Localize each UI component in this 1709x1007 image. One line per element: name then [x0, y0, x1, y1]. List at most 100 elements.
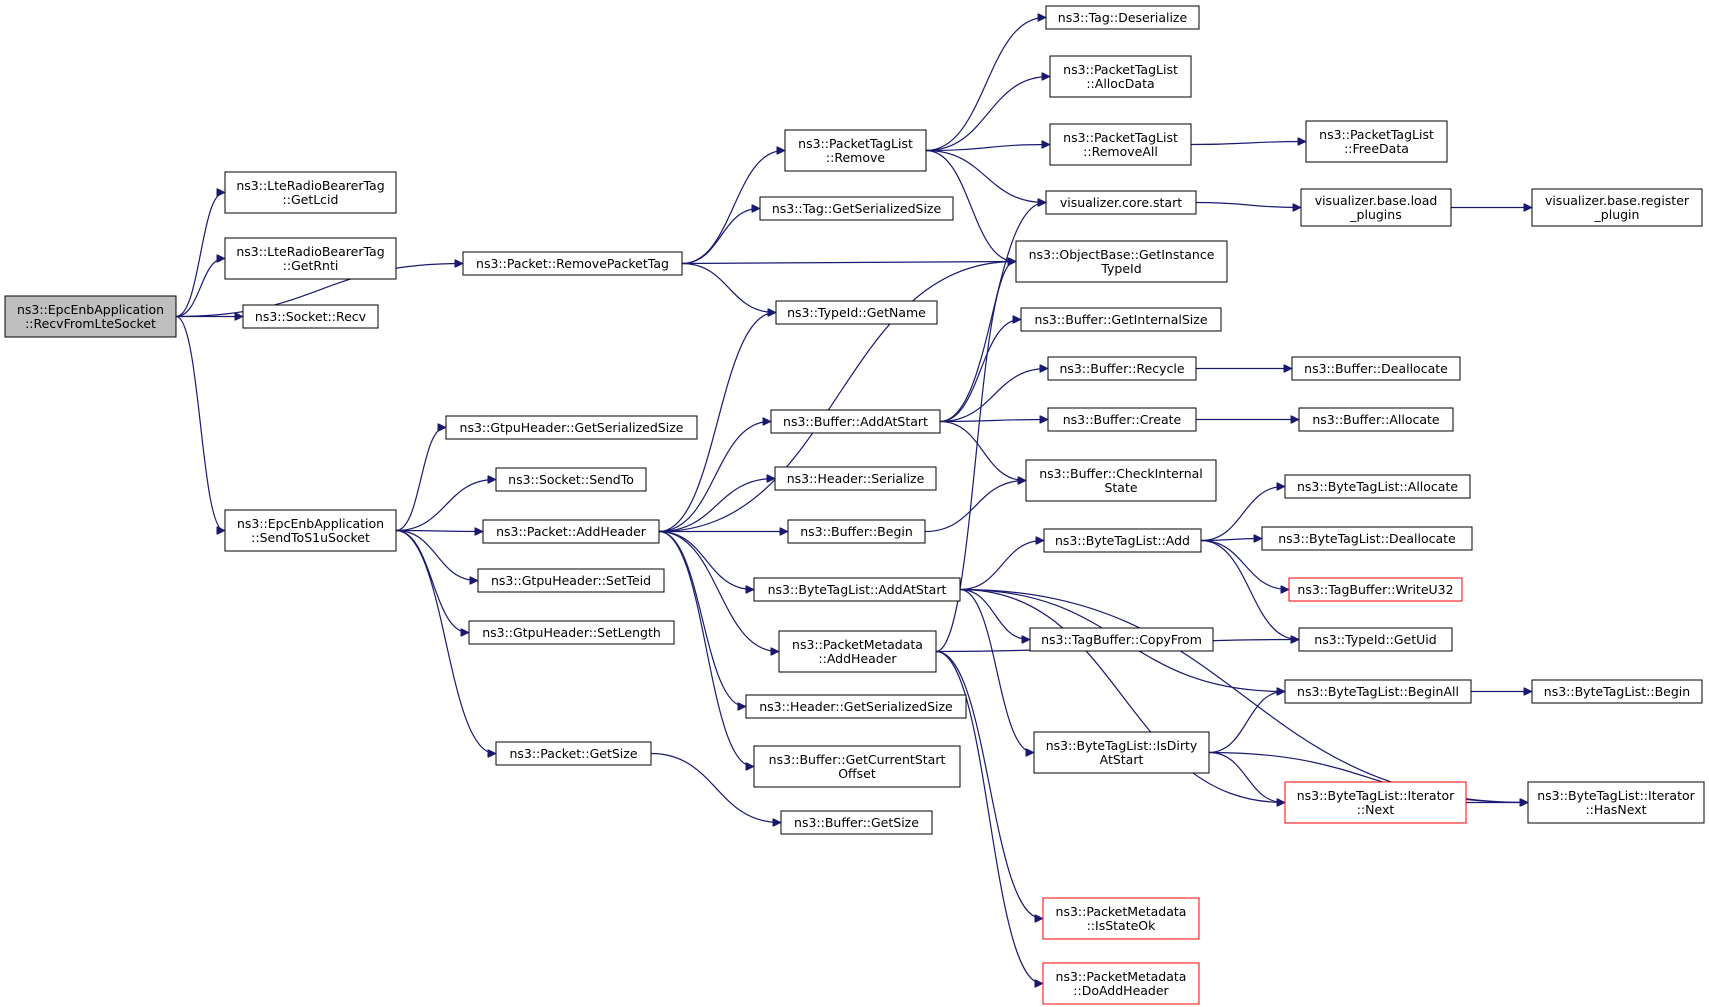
- node-gtpu-set-length[interactable]: ns3::GtpuHeader::SetLength: [468, 620, 675, 645]
- edge-btl-add-to-btl-allocate: [1200, 487, 1284, 542]
- node-lte-get-rnti[interactable]: ns3::LteRadioBearerTag::GetRnti: [224, 237, 397, 280]
- node-buf-deallocate[interactable]: ns3::Buffer::Deallocate: [1291, 356, 1461, 381]
- node-label: ns3::PacketMetadata: [1056, 904, 1187, 919]
- node-socket-recv[interactable]: ns3::Socket::Recv: [242, 304, 379, 329]
- node-label: ns3::TagBuffer::CopyFrom: [1041, 632, 1202, 647]
- node-box: [745, 694, 967, 719]
- node-label: ::AllocData: [1086, 76, 1154, 91]
- node-buf-recycle[interactable]: ns3::Buffer::Recycle: [1047, 356, 1197, 381]
- node-label: ns3::ByteTagList::Iterator: [1537, 788, 1695, 803]
- node-label: ::RemoveAll: [1083, 144, 1158, 159]
- edge-remove-packet-tag-to-tag-get-ser-size: [681, 209, 759, 265]
- node-pm-add-header[interactable]: ns3::PacketMetadata::AddHeader: [778, 630, 937, 673]
- node-buf-create[interactable]: ns3::Buffer::Create: [1047, 407, 1197, 432]
- edge-recv-from-lte-socket-to-lte-get-rnti: [175, 259, 224, 318]
- node-btl-begin-all[interactable]: ns3::ByteTagList::BeginAll: [1284, 679, 1472, 704]
- node-type-id-get-name[interactable]: ns3::TypeId::GetName: [775, 300, 938, 325]
- node-btl-deallocate[interactable]: ns3::ByteTagList::Deallocate: [1261, 526, 1473, 551]
- node-label: ::Remove: [826, 150, 885, 165]
- node-box: [1029, 627, 1214, 652]
- node-label: ns3::PacketMetadata: [792, 637, 923, 652]
- edge-recv-from-lte-socket-to-send-to-s1u: [175, 315, 224, 531]
- node-btl-add[interactable]: ns3::ByteTagList::Add: [1043, 528, 1202, 553]
- node-label: visualizer.base.register: [1545, 193, 1690, 208]
- edge-packet-add-header-to-header-serialize: [658, 479, 774, 533]
- node-ptl-free-data[interactable]: ns3::PacketTagList::FreeData: [1305, 120, 1448, 163]
- node-label: ns3::Buffer::Recycle: [1059, 361, 1184, 376]
- node-type-id-get-uid[interactable]: ns3::TypeId::GetUid: [1298, 627, 1453, 652]
- node-send-to-s1u[interactable]: ns3::EpcEnbApplication::SendToS1uSocket: [224, 509, 397, 552]
- node-tb-copy-from[interactable]: ns3::TagBuffer::CopyFrom: [1029, 627, 1214, 652]
- edge-ptl-remove-to-tag-deserialize: [925, 18, 1045, 152]
- node-viz-load-plugins[interactable]: visualizer.base.load_plugins: [1300, 188, 1452, 227]
- node-label: ns3::ByteTagList::Iterator: [1297, 788, 1455, 803]
- node-label: ::HasNext: [1585, 802, 1646, 817]
- node-label: ns3::ObjectBase::GetInstance: [1029, 247, 1215, 262]
- edge-packet-get-size-to-buf-get-size: [650, 752, 780, 823]
- node-btl-begin[interactable]: ns3::ByteTagList::Begin: [1531, 679, 1703, 704]
- node-box: [468, 620, 675, 645]
- node-box: [1047, 356, 1197, 381]
- node-header-serialize[interactable]: ns3::Header::Serialize: [774, 466, 937, 491]
- node-label: ::AddHeader: [818, 651, 897, 666]
- node-btl-iter-has-next[interactable]: ns3::ByteTagList::Iterator::HasNext: [1527, 781, 1705, 824]
- edge-recv-from-lte-socket-to-remove-packet-tag: [175, 264, 462, 318]
- edge-viz-core-start-to-viz-load-plugins: [1195, 201, 1300, 208]
- node-tb-write-u32[interactable]: ns3::TagBuffer::WriteU32: [1288, 577, 1463, 602]
- node-btl-iter-next[interactable]: ns3::ByteTagList::Iterator::Next: [1284, 781, 1467, 824]
- node-tag-deserialize[interactable]: ns3::Tag::Deserialize: [1045, 5, 1200, 30]
- node-gtpu-get-ser-size[interactable]: ns3::GtpuHeader::GetSerializedSize: [445, 415, 698, 440]
- node-lte-get-lcid[interactable]: ns3::LteRadioBearerTag::GetLcid: [224, 171, 397, 214]
- node-label: ::SendToS1uSocket: [251, 530, 370, 545]
- node-buf-add-at-start[interactable]: ns3::Buffer::AddAtStart: [770, 409, 941, 434]
- node-tag-get-ser-size[interactable]: ns3::Tag::GetSerializedSize: [759, 196, 954, 221]
- node-ptl-remove-all[interactable]: ns3::PacketTagList::RemoveAll: [1049, 123, 1192, 166]
- edge-send-to-s1u-to-packet-add-header: [395, 531, 482, 532]
- node-box: [1284, 781, 1467, 824]
- node-buf-allocate[interactable]: ns3::Buffer::Allocate: [1298, 407, 1454, 432]
- node-label: ns3::ByteTagList::AddAtStart: [768, 582, 947, 597]
- node-box: [224, 171, 397, 214]
- node-label: ::FreeData: [1344, 141, 1409, 156]
- node-btl-allocate[interactable]: ns3::ByteTagList::Allocate: [1284, 474, 1471, 499]
- node-label: ns3::PacketTagList: [1319, 127, 1434, 142]
- node-label: ns3::Buffer::Deallocate: [1304, 361, 1448, 376]
- node-packet-add-header[interactable]: ns3::Packet::AddHeader: [482, 519, 660, 544]
- node-buf-get-size[interactable]: ns3::Buffer::GetSize: [780, 810, 933, 835]
- node-box: [774, 466, 937, 491]
- edge-btl-add-at-start-to-btl-is-dirty-at-start: [959, 588, 1033, 753]
- node-box: [1049, 55, 1192, 98]
- node-recv-from-lte-socket[interactable]: ns3::EpcEnbApplication::RecvFromLteSocke…: [4, 295, 177, 338]
- node-box: [770, 409, 941, 434]
- node-btl-add-at-start[interactable]: ns3::ByteTagList::AddAtStart: [753, 577, 961, 602]
- node-label: ::DoAddHeader: [1073, 983, 1169, 998]
- node-header-get-ser-size[interactable]: ns3::Header::GetSerializedSize: [745, 694, 967, 719]
- node-packet-get-size[interactable]: ns3::Packet::GetSize: [495, 741, 652, 766]
- node-pm-do-add-header[interactable]: ns3::PacketMetadata::DoAddHeader: [1042, 962, 1200, 1005]
- node-layer: ns3::EpcEnbApplication::RecvFromLteSocke…: [4, 5, 1705, 1005]
- node-box: [462, 251, 683, 276]
- node-gtpu-set-teid[interactable]: ns3::GtpuHeader::SetTeid: [477, 568, 665, 593]
- node-viz-register-plugin[interactable]: visualizer.base.register_plugin: [1531, 188, 1703, 227]
- node-box: [1298, 407, 1454, 432]
- node-ptl-remove[interactable]: ns3::PacketTagList::Remove: [784, 129, 927, 172]
- node-pm-is-state-ok[interactable]: ns3::PacketMetadata::IsStateOk: [1042, 897, 1200, 940]
- node-label: _plugin: [1594, 207, 1640, 222]
- node-box: [1025, 459, 1217, 502]
- node-label: ns3::TypeId::GetName: [787, 305, 926, 320]
- node-label: ns3::EpcEnbApplication: [17, 302, 164, 317]
- node-remove-packet-tag[interactable]: ns3::Packet::RemovePacketTag: [462, 251, 683, 276]
- edge-btl-add-at-start-to-tb-copy-from: [959, 588, 1029, 640]
- node-ptl-alloc-data[interactable]: ns3::PacketTagList::AllocData: [1049, 55, 1192, 98]
- node-viz-core-start[interactable]: visualizer.core.start: [1045, 190, 1197, 215]
- node-buf-get-internal-size[interactable]: ns3::Buffer::GetInternalSize: [1020, 307, 1222, 332]
- node-buf-begin[interactable]: ns3::Buffer::Begin: [787, 519, 926, 544]
- node-box: [1300, 188, 1452, 227]
- edge-send-to-s1u-to-gtpu-set-length: [395, 529, 468, 633]
- node-label: ns3::Buffer::Begin: [800, 524, 913, 539]
- node-socket-send-to[interactable]: ns3::Socket::SendTo: [495, 467, 647, 492]
